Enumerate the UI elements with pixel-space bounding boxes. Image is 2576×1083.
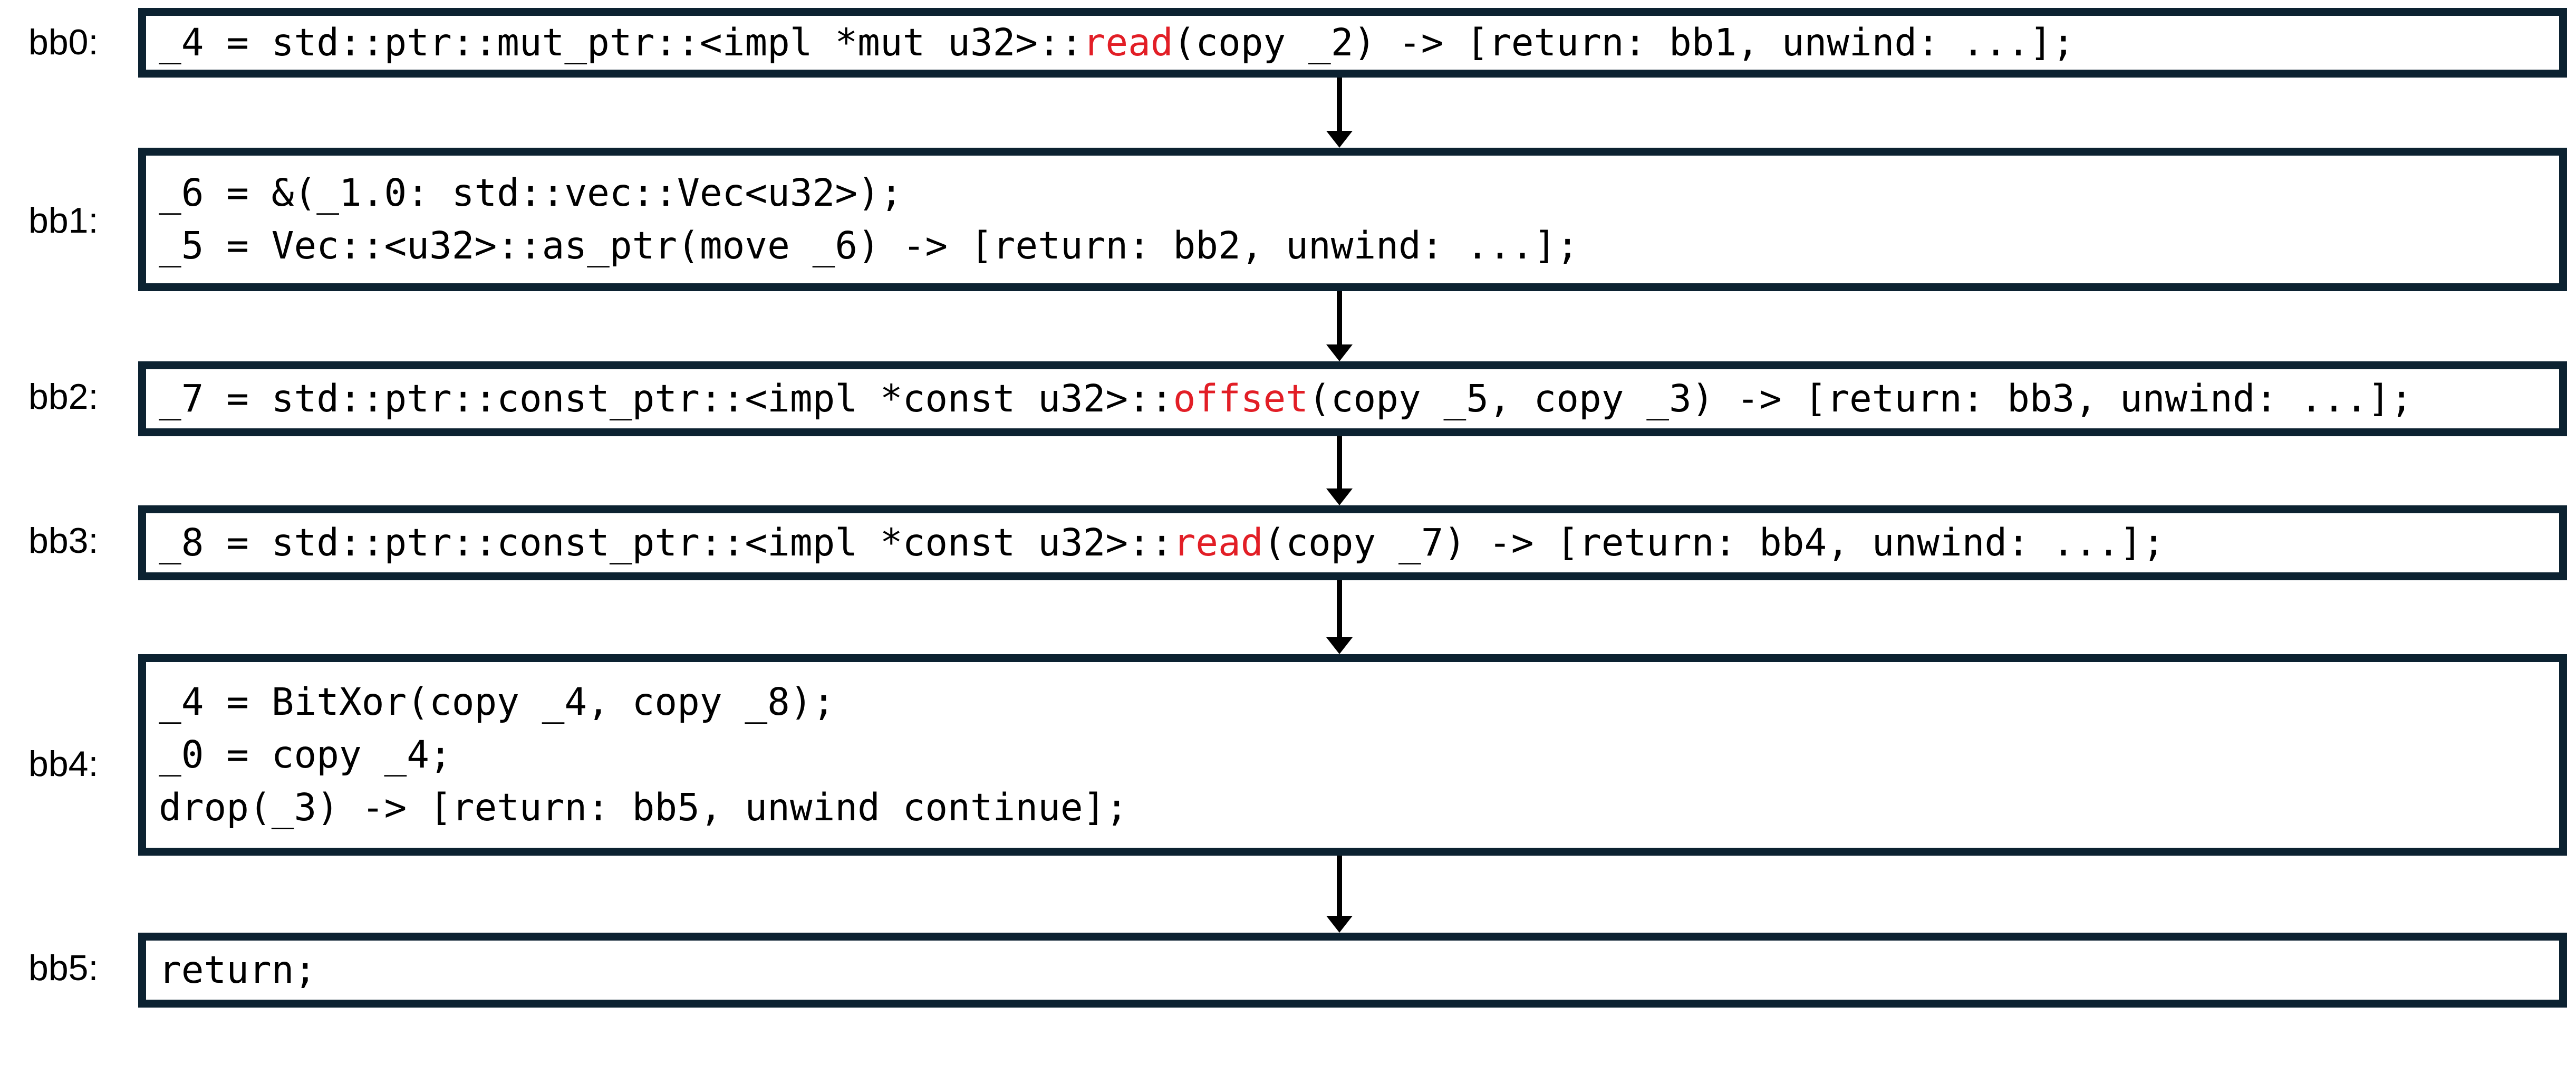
arrow-shaft (1337, 580, 1342, 639)
basic-block-0: _4 = std::ptr::mut_ptr::<impl *mut u32>:… (138, 8, 2567, 78)
basic-block-1: _6 = &(_1.0: std::vec::Vec<u32>);_5 = Ve… (138, 148, 2567, 291)
code-text: (copy _5, copy _3) -> [return: bb3, unwi… (1308, 377, 2413, 420)
code-text: _6 = &(_1.0: std::vec::Vec<u32>); (159, 171, 903, 215)
code-text: _0 = copy _4; (159, 733, 452, 777)
highlighted-call: offset (1173, 377, 1309, 420)
basic-block-3: _8 = std::ptr::const_ptr::<impl *const u… (138, 505, 2567, 580)
arrow-shaft (1337, 436, 1342, 491)
block-label-0: bb0: (28, 22, 99, 62)
code-line: _4 = BitXor(copy _4, copy _8); (159, 676, 2549, 729)
code-line: _6 = &(_1.0: std::vec::Vec<u32>); (159, 167, 2549, 219)
arrow-shaft (1337, 856, 1342, 918)
code-text: return; (159, 948, 317, 992)
code-text: _7 = std::ptr::const_ptr::<impl *const u… (159, 377, 1173, 420)
arrow-head (1326, 637, 1353, 654)
code-line: drop(_3) -> [return: bb5, unwind continu… (159, 781, 2549, 834)
code-line: _5 = Vec::<u32>::as_ptr(move _6) -> [ret… (159, 219, 2549, 272)
block-label-3: bb3: (28, 521, 99, 561)
arrow-head (1326, 131, 1353, 148)
arrow-head (1326, 488, 1353, 505)
flow-arrow (1326, 436, 1353, 505)
code-line: _0 = copy _4; (159, 729, 2549, 781)
arrow-shaft (1337, 78, 1342, 133)
highlighted-call: read (1083, 21, 1173, 64)
flow-arrow (1326, 580, 1353, 654)
code-text: _4 = BitXor(copy _4, copy _8); (159, 680, 835, 724)
flow-arrow (1326, 78, 1353, 148)
arrow-head (1326, 344, 1353, 361)
code-text: (copy _2) -> [return: bb1, unwind: ...]; (1173, 21, 2075, 64)
block-label-5: bb5: (28, 948, 99, 988)
block-label-1: bb1: (28, 200, 99, 241)
code-text: _4 = std::ptr::mut_ptr::<impl *mut u32>:… (159, 21, 1083, 64)
block-label-4: bb4: (28, 744, 99, 784)
basic-block-5: return; (138, 933, 2567, 1008)
code-line: _7 = std::ptr::const_ptr::<impl *const u… (159, 372, 2549, 425)
basic-block-2: _7 = std::ptr::const_ptr::<impl *const u… (138, 361, 2567, 436)
code-text: _8 = std::ptr::const_ptr::<impl *const u… (159, 521, 1173, 564)
code-line: _4 = std::ptr::mut_ptr::<impl *mut u32>:… (159, 16, 2549, 69)
basic-block-4: _4 = BitXor(copy _4, copy _8); _0 = copy … (138, 654, 2567, 856)
block-label-2: bb2: (28, 377, 99, 417)
flow-arrow (1326, 291, 1353, 361)
code-text: drop(_3) -> [return: bb5, unwind continu… (159, 785, 1128, 829)
code-line: return; (159, 944, 2549, 996)
arrow-head (1326, 916, 1353, 933)
code-text: _5 = Vec::<u32>::as_ptr(move _6) -> [ret… (159, 224, 1579, 267)
code-text: (copy _7) -> [return: bb4, unwind: ...]; (1263, 521, 2165, 564)
code-line: _8 = std::ptr::const_ptr::<impl *const u… (159, 516, 2549, 569)
arrow-shaft (1337, 291, 1342, 347)
highlighted-call: read (1173, 521, 1263, 564)
flow-arrow (1326, 856, 1353, 933)
